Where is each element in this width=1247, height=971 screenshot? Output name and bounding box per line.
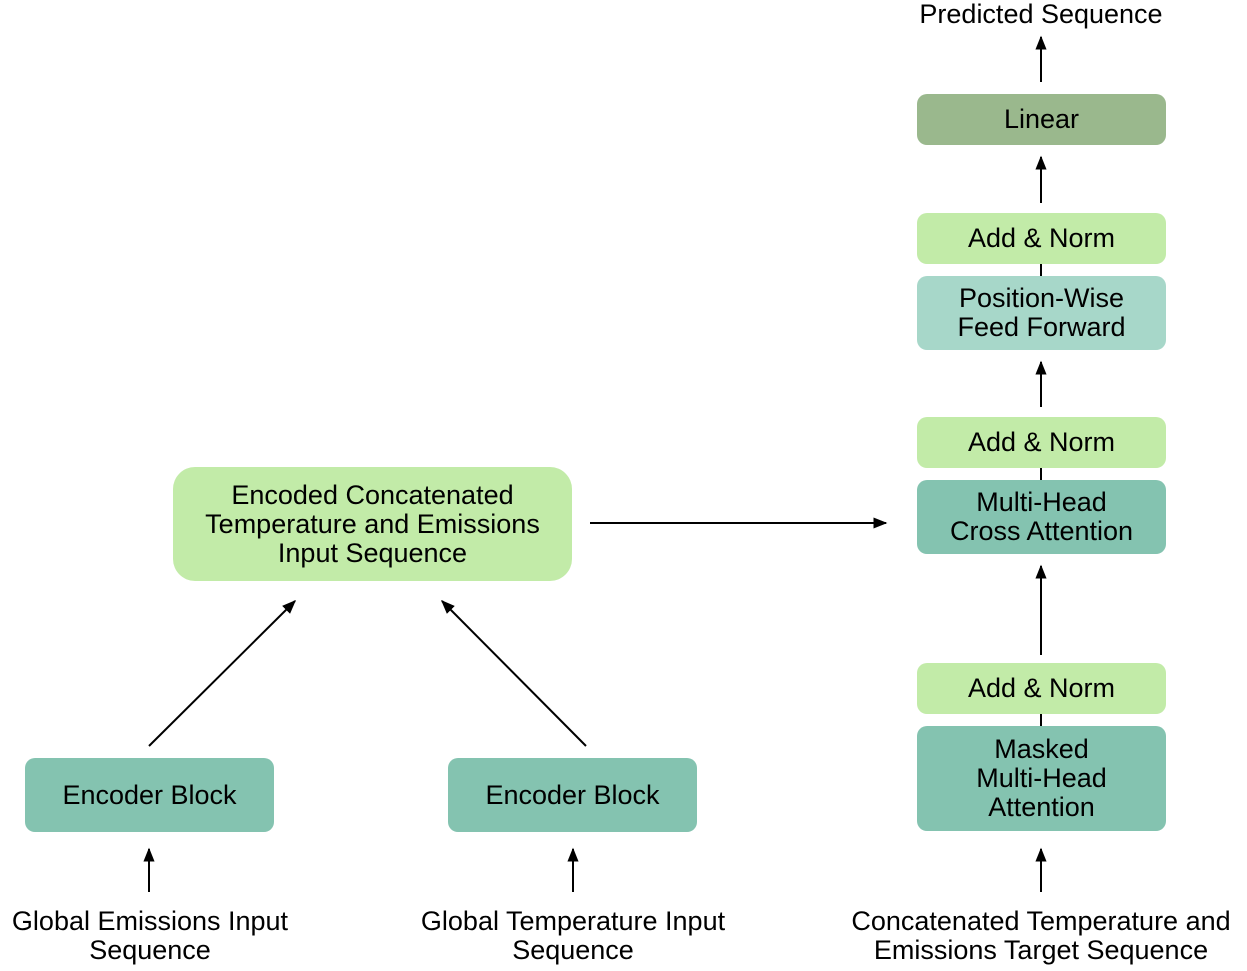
add-norm-block-1: Add & Norm [917,663,1166,714]
arrow-right-encoder-to-encoded [441,600,587,747]
masked-attention-label-line3: Attention [988,792,1095,822]
encoder-block-temperature: Encoder Block [448,758,697,832]
emissions-input-line1: Global Emissions Input [11,906,289,936]
add-norm-label: Add & Norm [967,427,1116,457]
temperature-input-line2: Sequence [512,935,634,965]
feed-forward-label-line2: Feed Forward [957,312,1126,342]
temperature-input-label: Global Temperature Input Sequence [403,907,743,965]
arrow-left-encoder-to-encoded [148,600,296,747]
linear-block: Linear [917,94,1166,145]
cross-attention-label-line2: Cross Attention [949,516,1134,546]
emissions-input-label: Global Emissions Input Sequence [0,907,300,965]
add-norm-label: Add & Norm [967,223,1116,253]
temperature-input-line1: Global Temperature Input [420,906,726,936]
add-norm-label: Add & Norm [967,673,1116,703]
encoded-label-line1: Encoded Concatenated [231,479,514,510]
target-sequence-line1: Concatenated Temperature and [851,906,1231,936]
emissions-input-line2: Sequence [89,935,211,965]
add-norm-block-2: Add & Norm [917,417,1166,468]
masked-attention-label-line2: Multi-Head [976,763,1107,793]
encoder-label: Encoder Block [62,779,237,810]
target-sequence-line2: Emissions Target Sequence [873,935,1209,965]
encoder-block-emissions: Encoder Block [25,758,274,832]
feed-forward-label-line1: Position-Wise [958,283,1125,313]
encoded-sequence-block: Encoded Concatenated Temperature and Emi… [173,467,572,581]
target-sequence-label: Concatenated Temperature and Emissions T… [836,907,1246,965]
feed-forward-block: Position-Wise Feed Forward [917,276,1166,350]
masked-attention-label-line1: Masked [994,734,1089,764]
output-label: Predicted Sequence [919,0,1163,29]
encoded-label-line2: Temperature and Emissions [205,508,540,539]
encoded-label-line3: Input Sequence [277,537,468,568]
linear-label: Linear [1003,104,1080,134]
masked-attention-block: Masked Multi-Head Attention [917,726,1166,831]
add-norm-block-3: Add & Norm [917,213,1166,264]
cross-attention-block: Multi-Head Cross Attention [917,480,1166,554]
encoder-label: Encoder Block [485,779,660,810]
cross-attention-label-line1: Multi-Head [976,487,1107,517]
